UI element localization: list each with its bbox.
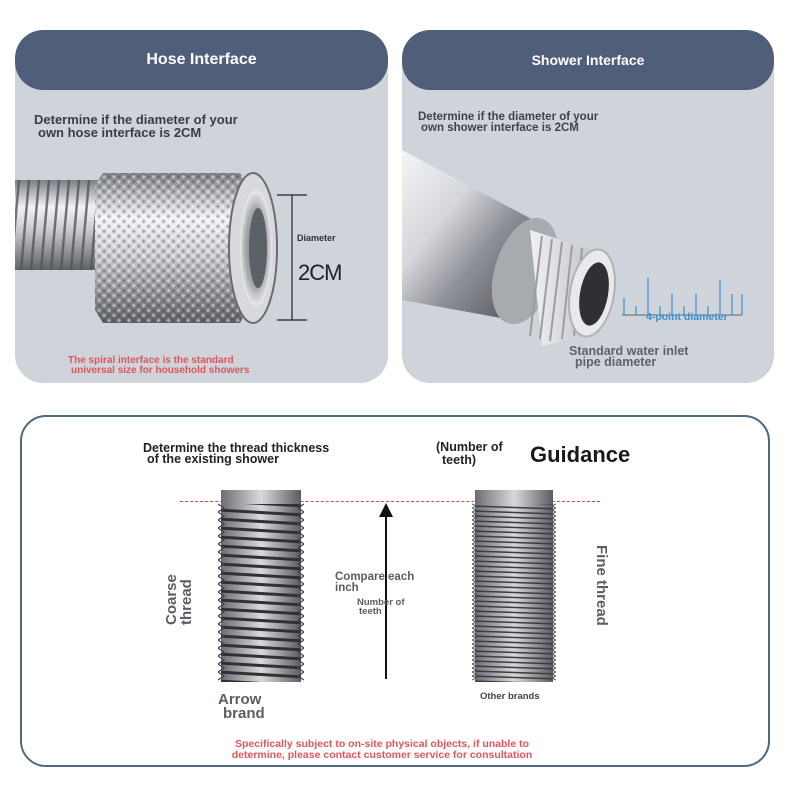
shower-interface-panel: Shower Interface Determine if the diamet… [402,30,774,383]
teeth-label: Number of teeth [357,597,405,617]
hose-fitting-image [15,172,307,324]
shower-interface-header: Shower Interface [402,30,774,90]
compare-label: Compare each inch [335,571,415,594]
arrow-brand-caption: Arrow brand [218,691,265,722]
shower-question: Determine if the diameter of your own sh… [418,111,599,134]
teeth-note: (Number of teeth) [436,440,503,467]
coarse-thread-bolt [218,490,304,682]
shower-interface-title: Shower Interface [531,52,645,68]
hose-interface-header: Hose Interface [15,30,388,90]
hose-interface-panel: Hose Interface Determine if the diameter… [15,30,388,383]
hose-standard-note: The spiral interface is the standard uni… [68,355,250,376]
guidance-title: Guidance [530,442,631,467]
shower-pipe-image [402,150,743,346]
coarse-thread-label: Coarse thread [163,574,195,625]
shower-ruler-label: 4-point diameter [646,311,728,323]
reference-line [180,501,600,502]
hose-diameter-label: Diameter [297,233,336,243]
hose-question: Determine if the diameter of your own ho… [34,112,238,140]
fine-thread-label: Fine thread [593,545,610,626]
consultation-footer: Specifically subject to on-site physical… [231,738,533,761]
other-brands-caption: Other brands [480,691,540,702]
hose-diameter-value: 2CM [298,260,342,285]
fine-thread-bolt [472,490,556,682]
compare-arrow [379,503,393,679]
shower-caption: Standard water inlet pipe diameter [569,344,689,369]
thread-guidance-panel: Determine the thread thickness of the ex… [20,415,770,767]
hose-interface-title: Hose Interface [146,51,257,68]
guidance-question: Determine the thread thickness of the ex… [143,441,330,466]
